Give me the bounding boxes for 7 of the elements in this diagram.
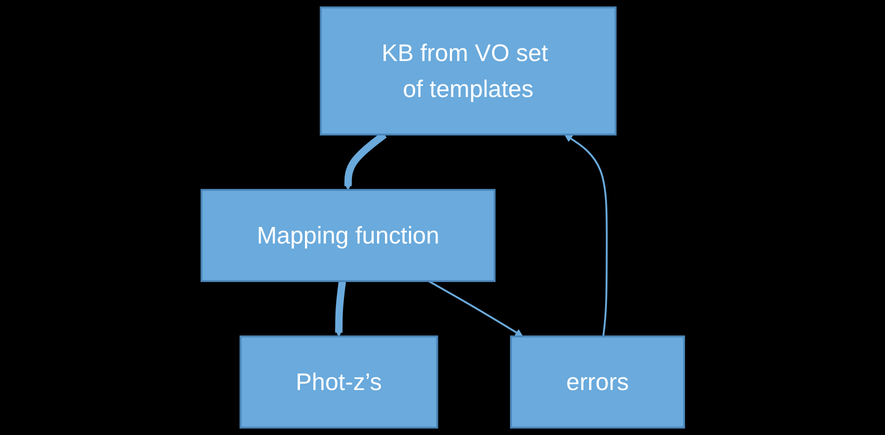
arrow: [428, 280, 523, 337]
node-box: errors: [510, 335, 685, 429]
node-box: Phot-z’s: [239, 335, 438, 429]
arrow: [564, 134, 608, 336]
node-box: KB from VO set of templates: [319, 6, 616, 136]
arrow: [334, 280, 346, 337]
node-box: Mapping function: [200, 188, 496, 282]
